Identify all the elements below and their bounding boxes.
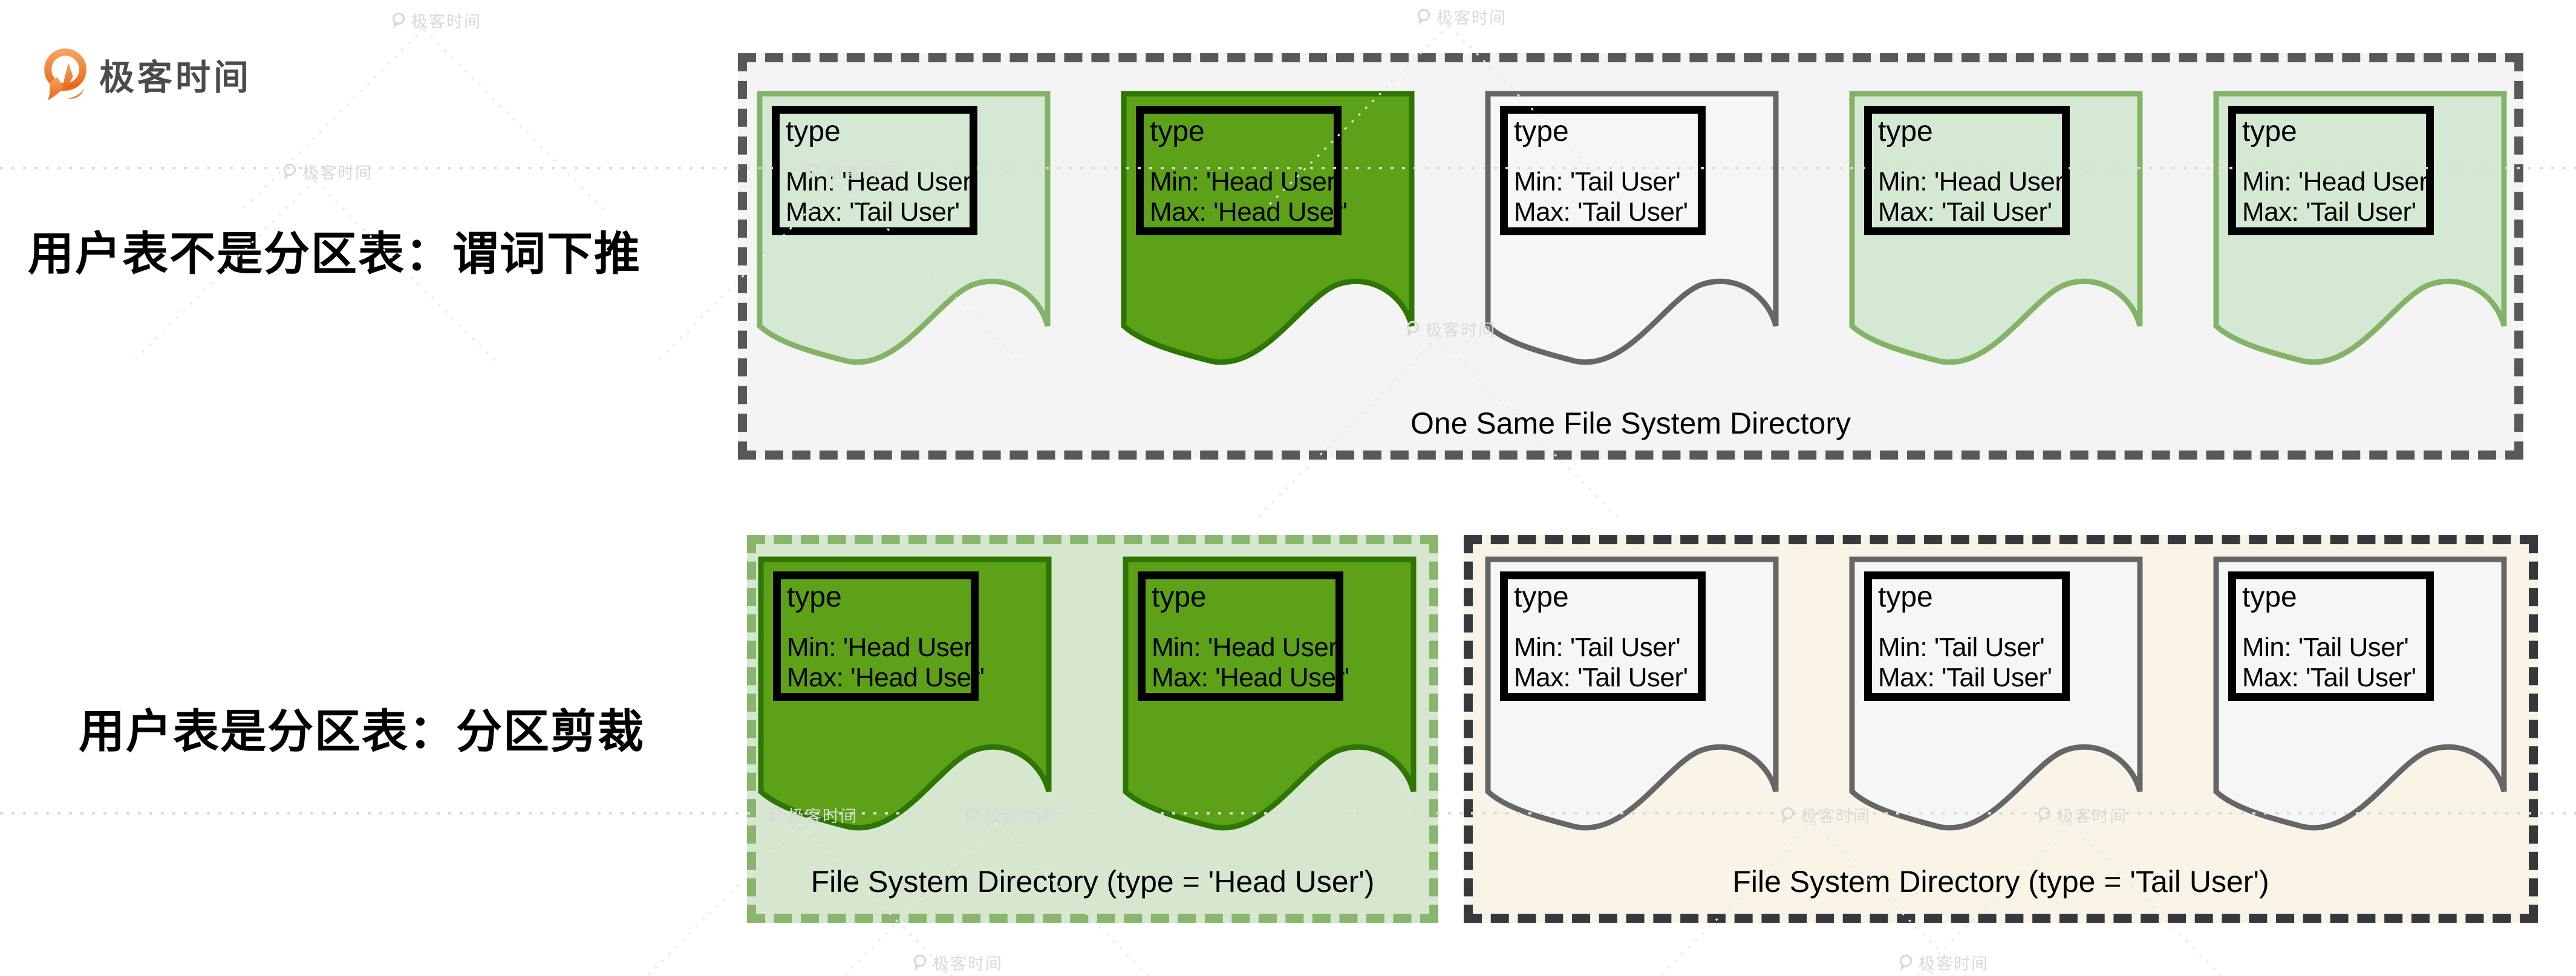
watermark-text: 极客时间 [933, 955, 1003, 973]
head-directory-label: File System Directory (type = 'Head User… [810, 865, 1375, 899]
geektime-logo: 极客时间 [41, 46, 252, 103]
max-value: Max: 'Tail User' [786, 197, 960, 227]
minmax-stats-box: type Min: 'Tail User' Max: 'Tail User' [1500, 571, 1706, 701]
min-value: Min: 'Tail User' [1514, 633, 1681, 662]
row1-title: 用户表不是分区表：谓词下推 [28, 229, 641, 280]
row2-title: 用户表是分区表：分区剪裁 [79, 706, 645, 758]
minmax-stats-box: type Min: 'Head User' Max: 'Head User' [1136, 106, 1348, 235]
document-shape: type Min: 'Tail User' Max: 'Tail User' [1484, 555, 1779, 835]
max-value: Max: 'Tail User' [2242, 663, 2416, 692]
minmax-stats-box: type Min: 'Tail User' Max: 'Tail User' [1500, 106, 1706, 235]
minmax-stats-box: type Min: 'Head User' Max: 'Head User' [1138, 571, 1349, 701]
type-column-label: type [2242, 115, 2297, 148]
min-value: Min: 'Head User' [1152, 633, 1342, 662]
max-value: Max: 'Tail User' [1878, 197, 2052, 227]
geektime-pin-icon [283, 163, 296, 180]
minmax-stats-box: type Min: 'Head User' Max: 'Tail User' [772, 106, 977, 235]
type-column-label: type [1514, 115, 1569, 148]
document-shape: type Min: 'Head User' Max: 'Head User' [757, 555, 1052, 835]
minmax-stats-box: type Min: 'Tail User' Max: 'Tail User' [1864, 571, 2070, 701]
watermark-text: 极客时间 [302, 164, 373, 182]
type-column-label: type [1878, 581, 1933, 613]
watermark-text: 极客时间 [411, 13, 481, 31]
max-value: Max: 'Head User' [1150, 197, 1348, 227]
document-shape: type Min: 'Head User' Max: 'Tail User' [2212, 89, 2508, 369]
minmax-stats-box: type Min: 'Head User' Max: 'Tail User' [2228, 106, 2434, 235]
min-value: Min: 'Head User' [786, 167, 976, 197]
min-value: Min: 'Tail User' [1878, 633, 2045, 662]
document-shape: type Min: 'Head User' Max: 'Tail User' [756, 89, 1051, 369]
geektime-pin-icon [392, 12, 405, 29]
geektime-pin-icon [1417, 8, 1430, 25]
min-value: Min: 'Head User' [2242, 167, 2433, 197]
document-shape: type Min: 'Head User' Max: 'Head User' [1120, 89, 1415, 369]
min-value: Min: 'Tail User' [2242, 633, 2409, 662]
type-column-label: type [786, 115, 841, 148]
logo-text: 极客时间 [99, 58, 252, 97]
watermark: 极客时间 [282, 160, 373, 183]
max-value: Max: 'Tail User' [1878, 663, 2052, 692]
min-value: Min: 'Head User' [1150, 167, 1340, 197]
document-shape: type Min: 'Head User' Max: 'Tail User' [1848, 89, 2144, 369]
max-value: Max: 'Tail User' [2242, 197, 2416, 227]
geektime-pin-icon [44, 48, 86, 101]
minmax-stats-box: type Min: 'Tail User' Max: 'Tail User' [2228, 571, 2434, 701]
max-value: Max: 'Tail User' [1514, 663, 1688, 692]
geektime-pin-icon [913, 954, 927, 971]
tail-directory-label: File System Directory (type = 'Tail User… [1732, 865, 2269, 899]
type-column-label: type [2242, 581, 2297, 613]
document-shape: type Min: 'Head User' Max: 'Head User' [1122, 555, 1417, 835]
geektime-pin-icon [1899, 954, 1912, 971]
watermark: 极客时间 [912, 951, 1003, 974]
minmax-stats-box: type Min: 'Head User' Max: 'Head User' [773, 571, 985, 701]
watermark-text: 极客时间 [1919, 955, 1989, 973]
watermark: 极客时间 [1898, 951, 1989, 974]
type-column-label: type [787, 581, 842, 613]
document-shape: type Min: 'Tail User' Max: 'Tail User' [1848, 555, 2144, 835]
max-value: Max: 'Head User' [1152, 663, 1349, 692]
min-value: Min: 'Tail User' [1514, 167, 1681, 197]
min-value: Min: 'Head User' [1878, 167, 2069, 197]
document-shape: type Min: 'Tail User' Max: 'Tail User' [2212, 555, 2508, 835]
document-shape: type Min: 'Tail User' Max: 'Tail User' [1484, 89, 1779, 369]
type-column-label: type [1152, 581, 1207, 613]
min-value: Min: 'Head User' [787, 633, 977, 662]
minmax-stats-box: type Min: 'Head User' Max: 'Tail User' [1864, 106, 2070, 235]
watermark-text: 极客时间 [1436, 9, 1507, 27]
watermark: 极客时间 [391, 8, 481, 32]
max-value: Max: 'Head User' [787, 663, 985, 692]
max-value: Max: 'Tail User' [1514, 197, 1688, 227]
type-column-label: type [1150, 115, 1205, 148]
one-directory-label: One Same File System Directory [1410, 406, 1851, 440]
type-column-label: type [1878, 115, 1933, 148]
watermark: 极客时间 [1416, 5, 1507, 28]
type-column-label: type [1514, 581, 1569, 613]
